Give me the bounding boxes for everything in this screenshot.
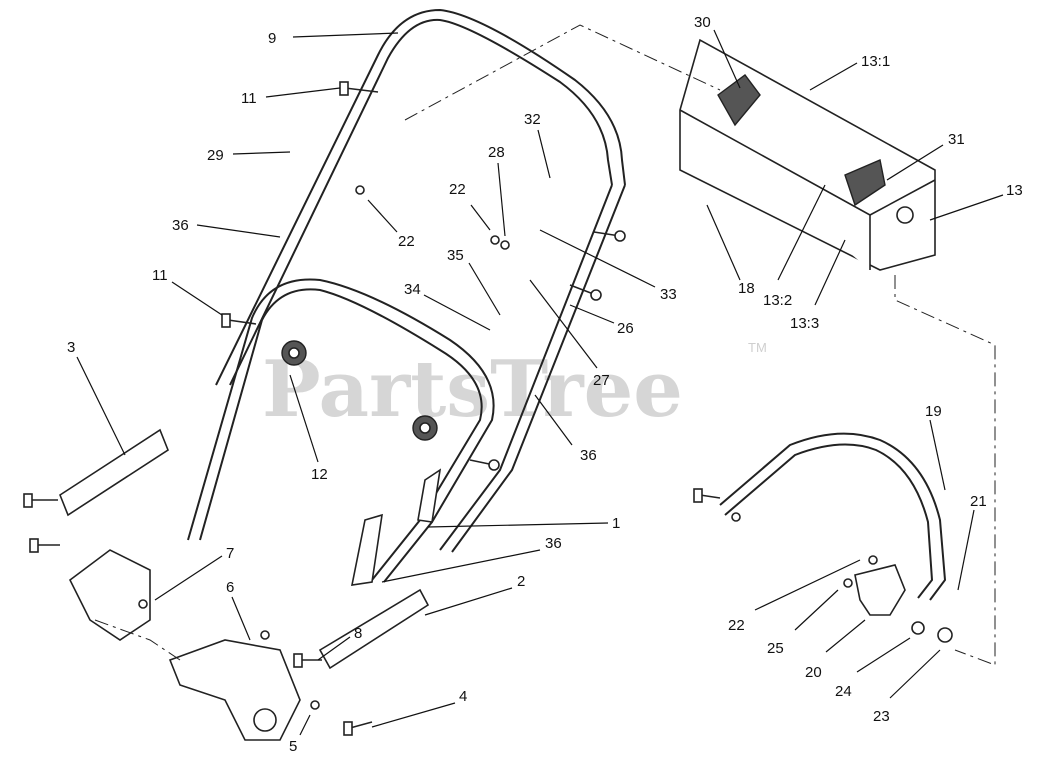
- label-35: 35: [447, 247, 464, 264]
- label-11-upper: 11: [241, 90, 257, 107]
- label-31: 31: [948, 131, 965, 148]
- label-13-3: 13:3: [790, 315, 819, 332]
- label-33: 33: [660, 286, 677, 303]
- knob-icon[interactable]: [281, 340, 438, 441]
- label-2: 2: [517, 573, 525, 590]
- label-13-2: 13:2: [763, 292, 792, 309]
- label-6: 6: [226, 579, 234, 596]
- label-7: 7: [226, 545, 234, 562]
- label-22-middle: 22: [398, 233, 415, 250]
- label-20: 20: [805, 664, 822, 681]
- label-29: 29: [207, 147, 224, 164]
- label-24: 24: [835, 683, 852, 700]
- control-box-icon[interactable]: [679, 38, 936, 271]
- leader-lines: [76, 29, 1004, 736]
- label-3: 3: [67, 339, 75, 356]
- lower-handle-icon[interactable]: [187, 278, 495, 586]
- upper-handle-icon[interactable]: [215, 8, 626, 553]
- label-8: 8: [354, 625, 362, 642]
- label-21: 21: [970, 493, 987, 510]
- label-19: 19: [925, 403, 942, 420]
- label-30: 30: [694, 14, 711, 31]
- bolt-icon: [23, 81, 721, 736]
- label-36-middle: 36: [580, 447, 597, 464]
- mount-bracket-icon[interactable]: [59, 428, 430, 741]
- label-5: 5: [289, 738, 297, 755]
- label-12: 12: [311, 466, 328, 483]
- label-4: 4: [459, 688, 467, 705]
- label-9: 9: [268, 30, 276, 47]
- part-labels: 9 30 13:1 11 32 28 29 31 13 22 36 22 35 …: [67, 14, 1023, 755]
- label-13-1: 13:1: [861, 53, 890, 70]
- label-34: 34: [404, 281, 421, 298]
- label-28: 28: [488, 144, 505, 161]
- label-11-lower: 11: [152, 267, 168, 284]
- label-23: 23: [873, 708, 890, 725]
- label-26: 26: [617, 320, 634, 337]
- label-13: 13: [1006, 182, 1023, 199]
- label-27: 27: [593, 372, 610, 389]
- bail-icon[interactable]: [719, 432, 953, 643]
- label-22-upper: 22: [449, 181, 466, 198]
- label-32: 32: [524, 111, 541, 128]
- label-36-upper: 36: [172, 217, 189, 234]
- label-25: 25: [767, 640, 784, 657]
- reference-lines: [94, 24, 996, 666]
- watermark-tm: TM: [748, 340, 767, 355]
- label-1: 1: [612, 515, 620, 532]
- nut-icon: [138, 185, 878, 710]
- label-18: 18: [738, 280, 755, 297]
- label-36-lower: 36: [545, 535, 562, 552]
- label-22-lower: 22: [728, 617, 745, 634]
